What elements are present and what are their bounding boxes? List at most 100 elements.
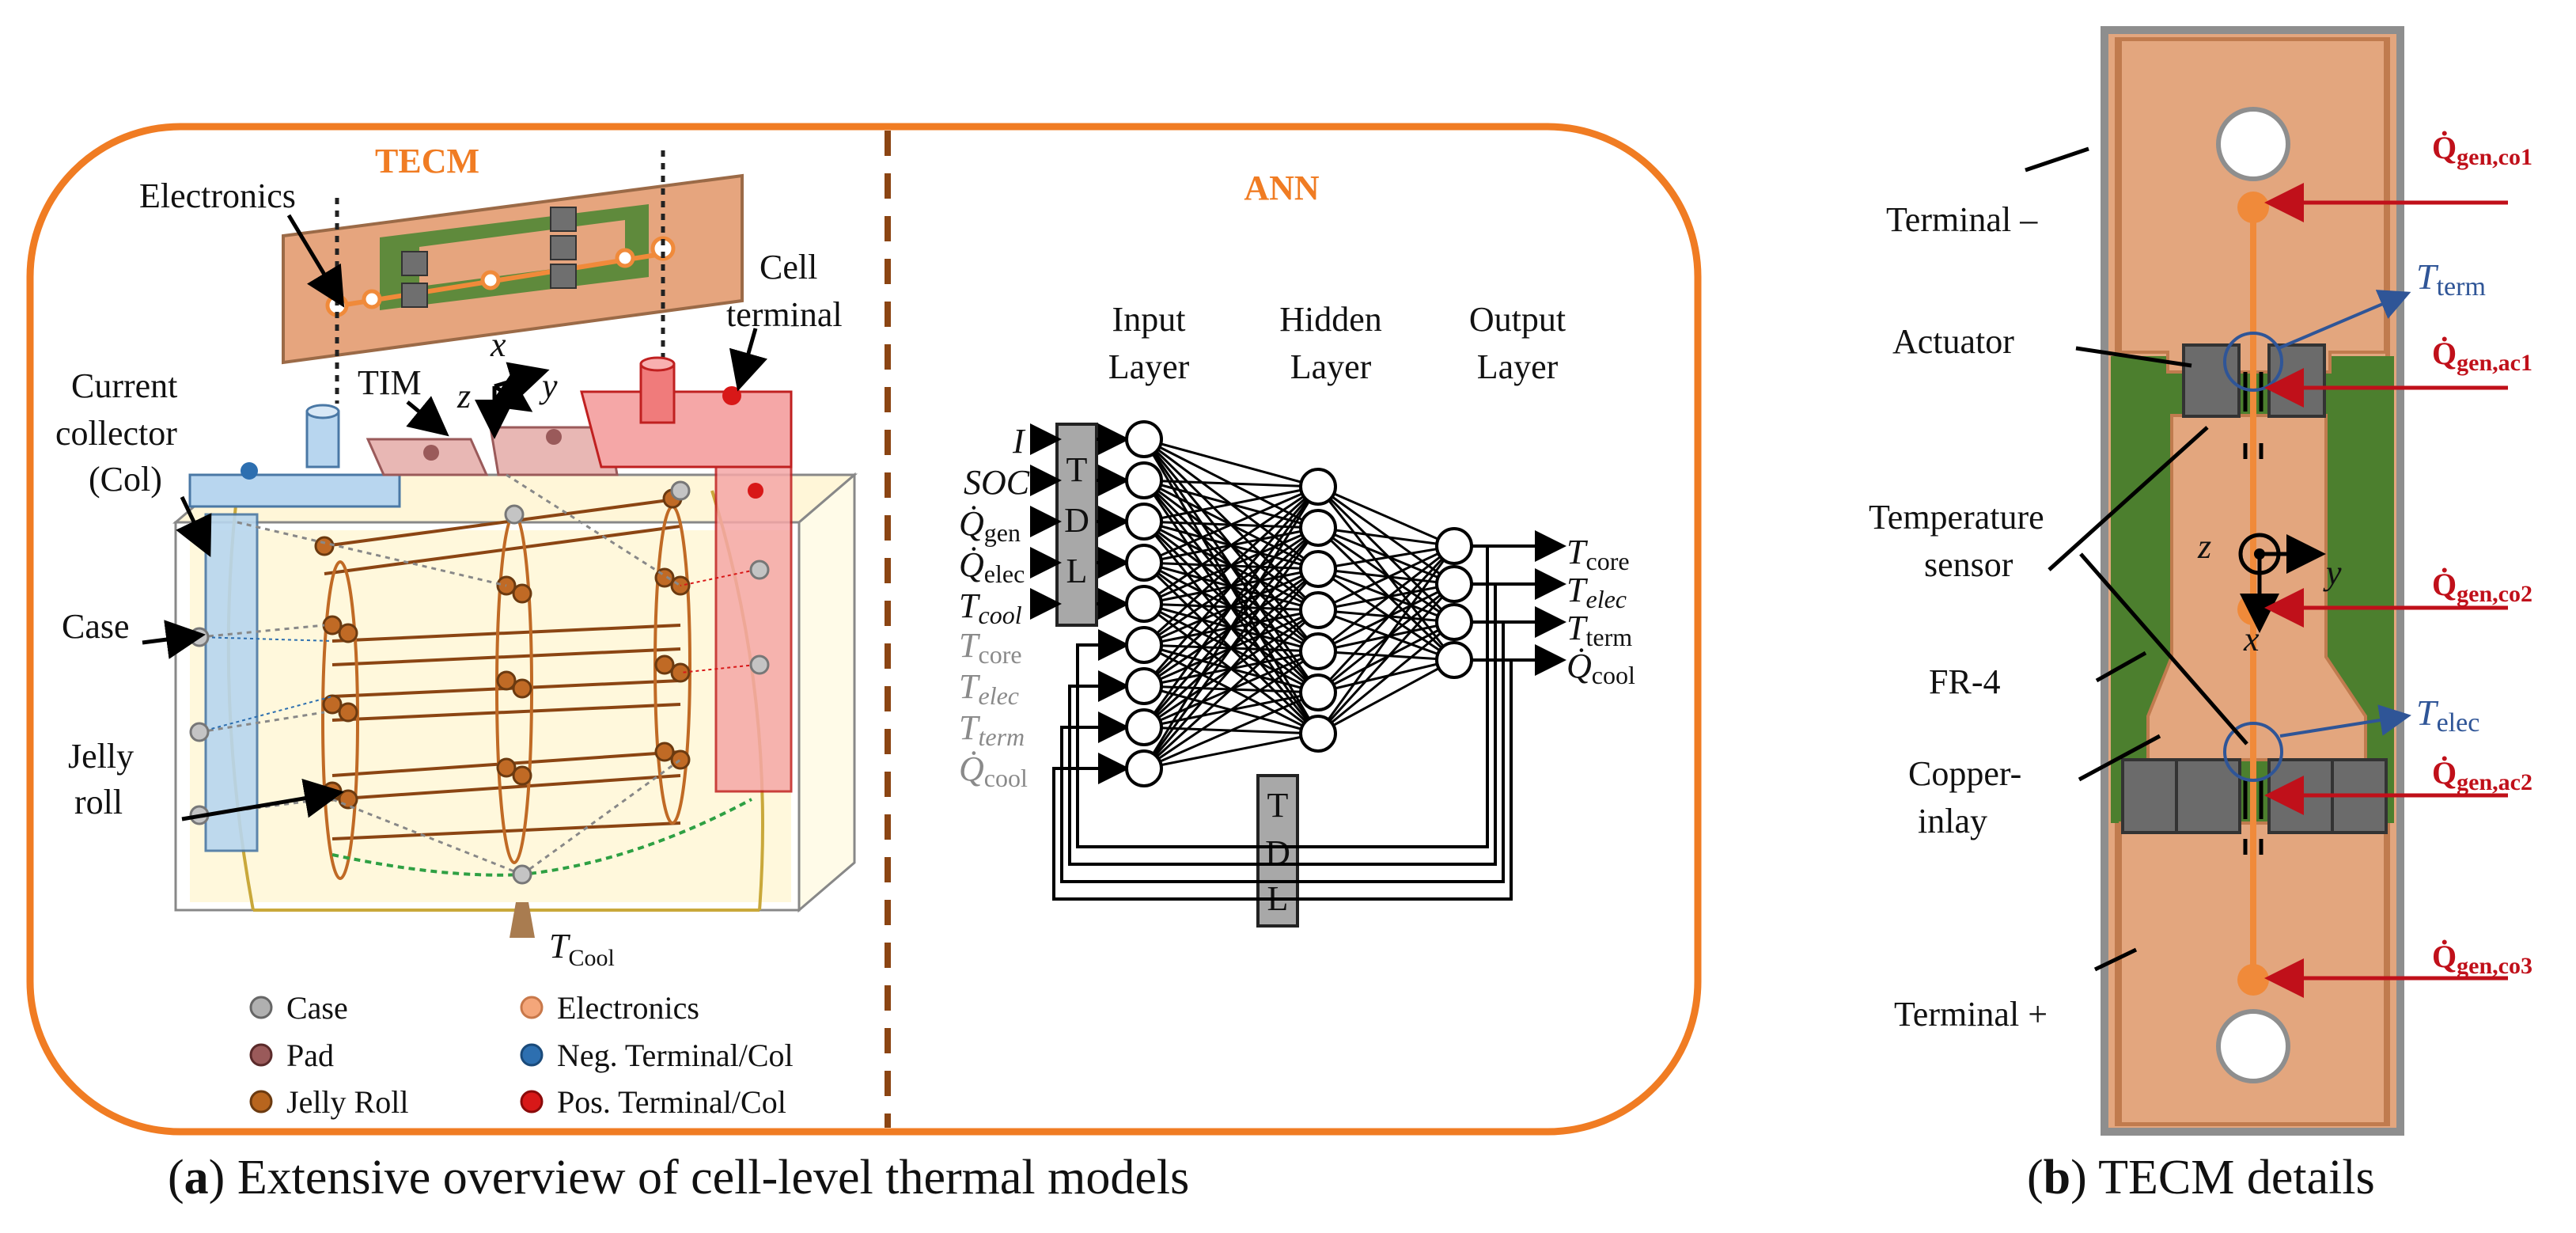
heat-label-co3: Q̇gen,co3	[2432, 939, 2532, 979]
ann-input-neuron	[1125, 461, 1163, 499]
ann-hidden-neuron	[1299, 509, 1337, 547]
ann-output-labels: Tcore Telec Tterm Q̇cool	[1566, 533, 1635, 689]
label-electronics: Electronics	[139, 176, 296, 215]
axis-z-label: z	[456, 377, 471, 415]
ann-input-labels: I SOC Q̇gen Q̇elec Tcool Tcore Telec Tte…	[959, 422, 1030, 792]
axis-x-b: x	[2243, 620, 2260, 658]
ann-hidden-layer-2: Layer	[1290, 347, 1372, 386]
svg-text:I: I	[1012, 422, 1026, 461]
legend-item-jelly-roll: Jelly Roll	[249, 1084, 408, 1120]
svg-text:Telec: Telec	[1566, 571, 1627, 613]
svg-text:Tcool: Tcool	[959, 586, 1022, 629]
label-t-cool: TCool	[549, 927, 615, 971]
mount-hole-bottom	[2216, 1009, 2290, 1083]
svg-text:Tcore: Tcore	[1566, 533, 1630, 575]
ann-hidden-neuron	[1299, 468, 1337, 506]
svg-text:Q̇gen: Q̇gen	[959, 504, 1021, 547]
heat-label-co2: Q̇gen,co2	[2432, 567, 2532, 607]
label-jelly-roll-1: Jelly	[68, 737, 134, 776]
ann-hidden-neuron	[1299, 632, 1337, 670]
caption-a: (a) Extensive overview of cell-level the…	[168, 1151, 1189, 1205]
temp-sensor-term	[2223, 332, 2283, 392]
label-temp-sensor-2: sensor	[1924, 545, 2013, 584]
axis-y-b: y	[2323, 553, 2342, 592]
heat-label-co1: Q̇gen,co1	[2432, 130, 2532, 170]
svg-text:Tterm: Tterm	[959, 708, 1025, 751]
mount-hole-top	[2216, 107, 2290, 181]
legend-item-neg-terminal: Neg. Terminal/Col	[520, 1038, 794, 1073]
ann-output-layer-1: Output	[1469, 300, 1566, 339]
svg-text:Telec: Telec	[959, 667, 1019, 710]
label-temp-sensor-1: Temperature	[1869, 498, 2044, 537]
label-cell-terminal-1: Cell	[760, 248, 817, 286]
temp-label-elec: Telec	[2416, 692, 2479, 738]
ann-output-neuron	[1435, 603, 1473, 641]
svg-text:D: D	[1064, 501, 1089, 540]
svg-text:Q̇cool: Q̇cool	[1566, 647, 1635, 689]
legend: Case Pad Jelly Roll Electronics Neg. Ter…	[249, 990, 794, 1120]
ann-input-neuron	[1125, 585, 1163, 623]
svg-text:Tterm: Tterm	[1566, 609, 1632, 651]
svg-text:Case: Case	[286, 990, 348, 1026]
label-current-collector-2: collector	[55, 414, 177, 453]
svg-text:Pad: Pad	[286, 1038, 334, 1073]
label-cell-terminal-2: terminal	[726, 295, 843, 334]
ann-input-neuron	[1125, 708, 1163, 746]
cell-drawing: x y z Electronics Cell terminal Current …	[55, 150, 858, 971]
ann-output-layer-2: Layer	[1477, 347, 1559, 386]
ann-input-neuron	[1125, 503, 1163, 541]
svg-text:Jelly Roll: Jelly Roll	[286, 1084, 408, 1120]
heat-label-ac2: Q̇gen,ac2	[2432, 755, 2532, 795]
tdl-box-feedback	[1256, 774, 1299, 928]
label-tim: TIM	[358, 363, 422, 402]
ann-hidden-layer-1: Hidden	[1279, 300, 1382, 339]
svg-text:Tcore: Tcore	[959, 626, 1022, 669]
svg-text:Electronics: Electronics	[557, 990, 699, 1026]
panel-b: z y x Q̇gen,co1 Q̇gen,ac1 Q̇gen,co2 Q̇ge…	[1869, 26, 2532, 1205]
label-current-collector-3: (Col)	[89, 460, 162, 499]
label-fr4: FR-4	[1929, 662, 2000, 701]
svg-text:SOC: SOC	[964, 463, 1030, 502]
ann-input-neuron	[1125, 544, 1163, 582]
label-terminal-minus: Terminal –	[1886, 200, 2038, 239]
axis-z-b: z	[2197, 527, 2211, 566]
axis-x-label: x	[490, 325, 506, 364]
ann-hidden-neuron	[1299, 673, 1337, 711]
caption-b: (b) TECM details	[2027, 1151, 2375, 1205]
label-jelly-roll-2: roll	[74, 783, 123, 821]
svg-text:T: T	[1066, 450, 1088, 489]
svg-text:L: L	[1066, 552, 1088, 590]
panel-a-frame	[26, 123, 1702, 1136]
label-actuator: Actuator	[1892, 322, 2014, 361]
label-terminal-plus: Terminal +	[1894, 995, 2048, 1034]
ann-hidden-neuron	[1299, 550, 1337, 588]
label-current-collector-1: Current	[71, 366, 177, 405]
tdl-box-input	[1055, 423, 1098, 627]
ann-output-neuron	[1435, 527, 1473, 565]
heat-label-ac1: Q̇gen,ac1	[2432, 336, 2532, 376]
cell-body	[172, 356, 858, 938]
legend-item-pad: Pad	[249, 1038, 334, 1073]
ann-input-neuron	[1125, 667, 1163, 705]
label-copper-2: inlay	[1918, 802, 1987, 840]
temp-label-term: Tterm	[2416, 256, 2486, 302]
ann-title: ANN	[1244, 169, 1320, 207]
legend-item-pos-terminal: Pos. Terminal/Col	[520, 1084, 786, 1120]
legend-item-electronics: Electronics	[520, 990, 699, 1026]
temp-sensor-elec	[2223, 722, 2283, 782]
ann-output-neuron	[1435, 565, 1473, 603]
svg-text:Pos. Terminal/Col: Pos. Terminal/Col	[557, 1084, 786, 1120]
panel-a: TECM ANN	[26, 123, 1702, 1205]
label-copper-1: Copper-	[1908, 754, 2021, 793]
ann-input-neuron	[1125, 749, 1163, 787]
axes-xyz	[475, 362, 550, 439]
svg-text:Q̇cool: Q̇cool	[959, 749, 1028, 792]
ann-input-layer-1: Input	[1112, 300, 1186, 339]
ann-input-layer-2: Layer	[1108, 347, 1190, 386]
tecm-title: TECM	[375, 142, 479, 180]
ann-output-neuron	[1435, 641, 1473, 679]
legend-item-case: Case	[249, 990, 348, 1026]
ann-input-neuron	[1125, 626, 1163, 664]
svg-text:T: T	[1267, 786, 1289, 825]
